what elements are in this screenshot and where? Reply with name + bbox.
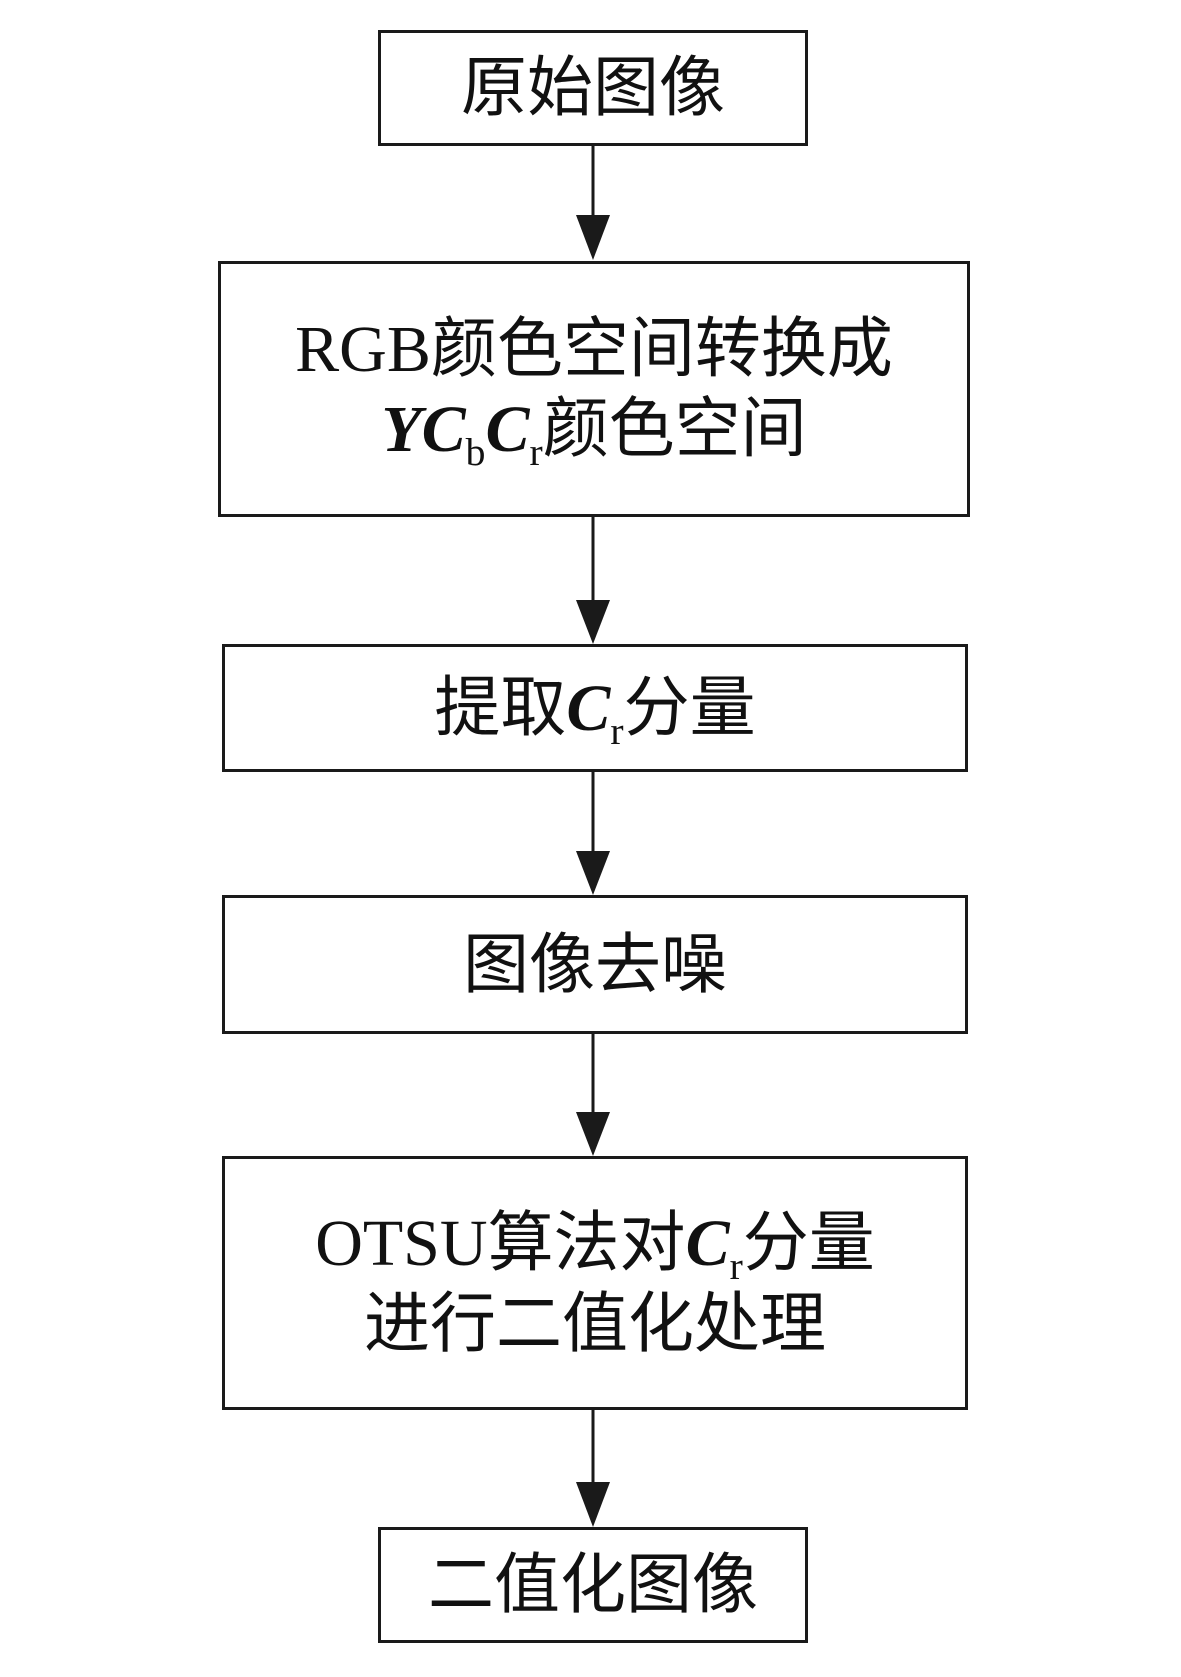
step-extract-cr: 提取Cr分量 — [222, 644, 968, 772]
cb-variable: C — [421, 393, 466, 466]
extract-cr-subscript: r — [610, 708, 624, 753]
step-denoise: 图像去噪 — [222, 895, 968, 1034]
otsu-line-1-suffix: 分量 — [742, 1204, 875, 1282]
extract-cr-prefix: 提取 — [434, 668, 567, 746]
step-color-space-conversion: RGB颜色空间转换成 YCbCr颜色空间 — [218, 261, 970, 517]
arrow-3 — [576, 772, 610, 895]
step-original-image-label: 原始图像 — [461, 49, 725, 127]
otsu-line-1: OTSU算法对Cr分量 — [315, 1203, 875, 1286]
rgb-label: RGB — [295, 312, 431, 386]
extract-cr-variable: C — [566, 671, 611, 745]
otsu-cr-subscript: r — [729, 1244, 743, 1289]
step-otsu-binarization: OTSU算法对Cr分量 进行二值化处理 — [222, 1156, 968, 1410]
arrow-5 — [576, 1410, 610, 1527]
arrow-2 — [576, 517, 610, 644]
cb-subscript: b — [465, 429, 486, 474]
otsu-line-1-mid: 算法对 — [487, 1204, 686, 1282]
binary-image-label: 二值化图像 — [428, 1546, 758, 1624]
arrow-1 — [576, 146, 610, 260]
extract-cr-suffix: 分量 — [623, 668, 756, 746]
cr-subscript: r — [529, 429, 543, 474]
conversion-line-1: RGB颜色空间转换成 — [295, 309, 893, 389]
conversion-line-1-text: 颜色空间转换成 — [430, 309, 893, 387]
otsu-cr-variable: C — [685, 1207, 730, 1281]
y-variable: Y — [381, 393, 422, 466]
otsu-label: OTSU — [315, 1207, 488, 1281]
otsu-line-2: 进行二值化处理 — [364, 1284, 826, 1362]
conversion-line-2: YCbCr颜色空间 — [381, 389, 807, 472]
step-binary-image: 二值化图像 — [378, 1527, 808, 1643]
cr-variable: C — [485, 393, 530, 466]
step-original-image: 原始图像 — [378, 30, 808, 146]
conversion-line-2-text: 颜色空间 — [542, 390, 807, 467]
denoise-label: 图像去噪 — [463, 925, 727, 1003]
extract-cr-label: 提取Cr分量 — [434, 668, 756, 751]
arrow-4 — [576, 1034, 610, 1156]
